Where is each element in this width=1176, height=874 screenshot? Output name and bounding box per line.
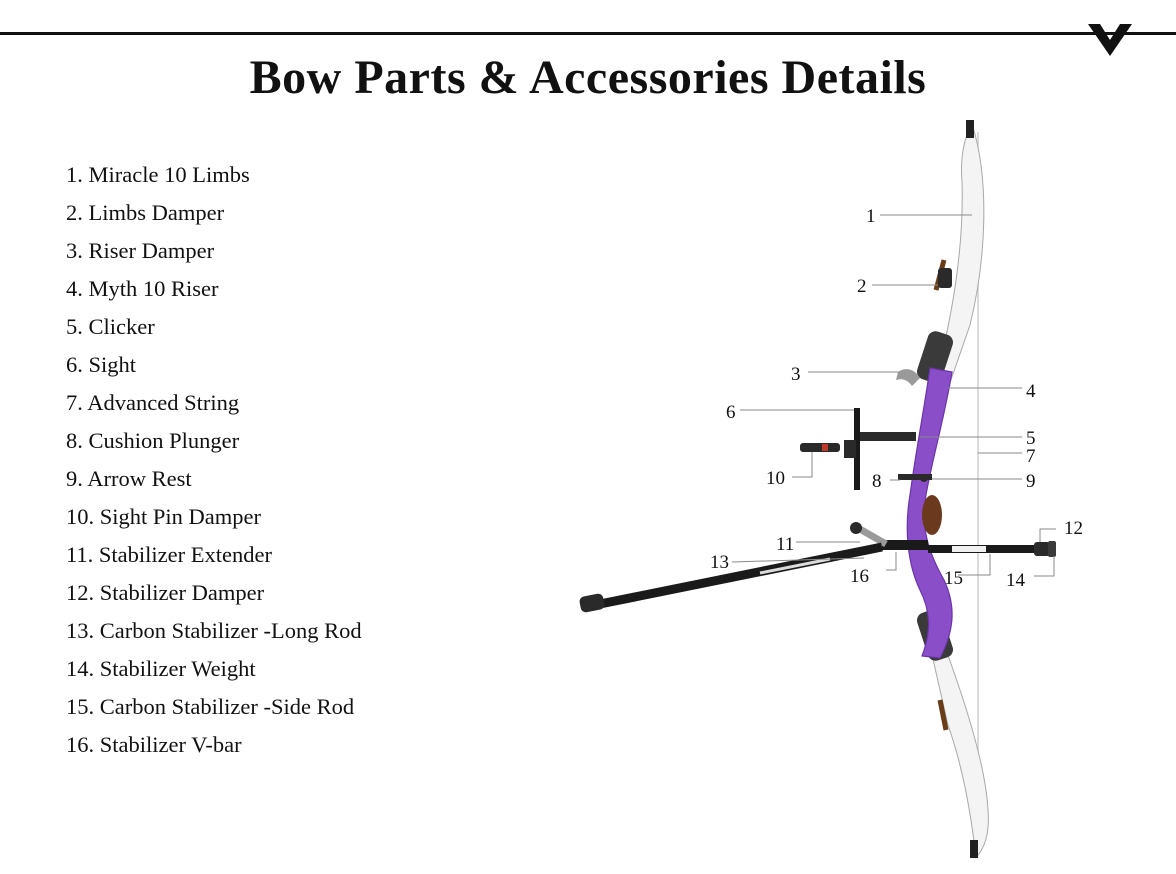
leader-line	[958, 554, 991, 576]
grip	[922, 495, 942, 535]
list-item: 11. Stabilizer Extender	[66, 542, 272, 567]
callout-2: 2	[857, 276, 867, 297]
list-item: 8. Cushion Plunger	[66, 428, 240, 453]
long-rod-band	[759, 557, 831, 575]
cushion-plunger	[898, 474, 932, 480]
lower-limb-logo	[937, 699, 949, 731]
list-item: 14. Stabilizer Weight	[66, 656, 256, 681]
list-item: 10. Sight Pin Damper	[66, 504, 261, 529]
callout-4: 4	[1026, 381, 1036, 402]
list-item: 5. Clicker	[66, 314, 155, 339]
leader-line	[1039, 528, 1056, 542]
long-rod	[599, 542, 883, 609]
page-title: Bow Parts & Accessories Details	[249, 51, 927, 104]
upper-limb-pocket	[916, 331, 954, 383]
callout-7: 7	[1026, 446, 1036, 467]
callout-15: 15	[944, 568, 963, 589]
leader-line	[1034, 556, 1055, 577]
sight-pin-accent	[822, 444, 828, 451]
limb-damper	[938, 268, 952, 288]
list-item: 13. Carbon Stabilizer -Long Rod	[66, 618, 362, 643]
callout-6: 6	[726, 402, 736, 423]
list-item: 16. Stabilizer V-bar	[66, 732, 242, 757]
side-rod-label	[952, 546, 986, 552]
long-rod-weight	[579, 593, 605, 613]
stabilizer-weight	[1034, 542, 1050, 556]
list-item: 7. Advanced String	[66, 390, 240, 415]
callout-11: 11	[776, 534, 794, 555]
chevron-down-icon	[1088, 24, 1132, 56]
list-item: 12. Stabilizer Damper	[66, 580, 265, 605]
callout-16: 16	[850, 566, 869, 587]
callout-13: 13	[710, 552, 729, 573]
list-item: 1. Miracle 10 Limbs	[66, 162, 250, 187]
lower-limb-tip	[970, 840, 978, 858]
lower-limb	[931, 649, 989, 860]
sight-extension	[860, 432, 916, 441]
leader-line	[886, 552, 897, 571]
stabilizer-extender	[856, 524, 888, 548]
callout-10: 10	[766, 468, 785, 489]
callout-12: 12	[1064, 518, 1083, 539]
top-rule	[0, 32, 1176, 35]
sight-bar	[854, 408, 860, 490]
list-item: 9. Arrow Rest	[66, 466, 192, 491]
callout-14: 14	[1006, 570, 1026, 591]
stabilizer-damper	[1048, 541, 1056, 557]
riser-damper	[896, 369, 920, 386]
sight-pin-damper	[800, 443, 840, 452]
list-item: 6. Sight	[66, 352, 137, 377]
upper-limb-tip	[966, 120, 974, 138]
bow-diagram: 1 2 3 4 6 5 7 10 8 9 12 11 13 16 15 14	[579, 120, 1083, 860]
callout-9: 9	[1026, 471, 1036, 492]
leader-line	[792, 452, 813, 478]
callout-5: 5	[1026, 428, 1036, 449]
list-item: 2. Limbs Damper	[66, 200, 225, 225]
extender-knob	[850, 522, 862, 534]
callout-1: 1	[866, 206, 876, 227]
parts-list: 1. Miracle 10 Limbs 2. Limbs Damper 3. R…	[66, 156, 362, 764]
leader-line	[731, 557, 865, 563]
list-item: 3. Riser Damper	[66, 238, 215, 263]
list-item: 15. Carbon Stabilizer -Side Rod	[66, 694, 355, 719]
riser	[906, 367, 953, 659]
callout-8: 8	[872, 471, 882, 492]
sight-block	[844, 440, 856, 458]
arrow-rest	[920, 474, 928, 482]
stabilizer-v-bar	[882, 540, 928, 550]
list-item: 4. Myth 10 Riser	[66, 276, 219, 301]
callout-3: 3	[791, 364, 801, 385]
